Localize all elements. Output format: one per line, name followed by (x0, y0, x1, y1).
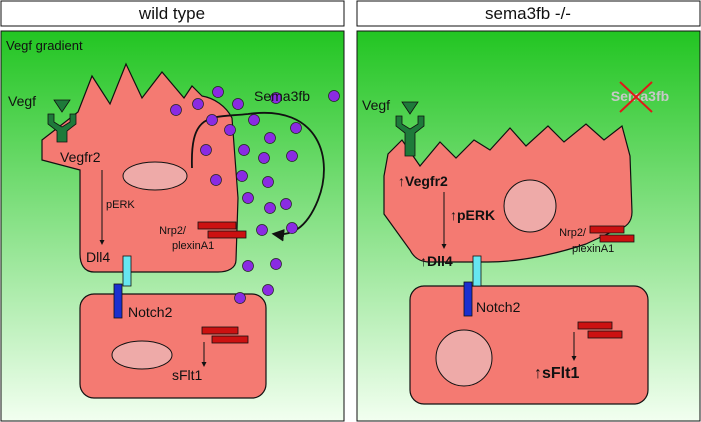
nrp2-label: Nrp2/ (159, 225, 187, 237)
plexina1-label: plexinA1 (572, 243, 614, 255)
stalk-receptor-bar-1 (577, 321, 613, 330)
vegfr2-label: ↑Vegfr2 (398, 173, 448, 189)
sflt1-label: sFlt1 (172, 367, 203, 383)
perk-label: ↑pERK (450, 207, 495, 223)
dll4-label: Dll4 (86, 249, 110, 265)
sflt1-label: ↑sFlt1 (534, 365, 579, 382)
panel-title: sema3fb -/- (485, 4, 571, 23)
tip-cell-nucleus (503, 179, 557, 233)
tip-cell-nucleus (122, 161, 188, 191)
panel-title-box (356, 0, 701, 27)
panel-title: wild type (138, 4, 205, 23)
stalk-receptor-bar-1 (201, 326, 239, 335)
sema3fb-legend-dot (328, 90, 340, 102)
stalk-cell-nucleus (111, 340, 173, 370)
notch2-label: Notch2 (476, 299, 521, 315)
stalk-cell (79, 293, 267, 399)
notch2-label: Notch2 (128, 304, 173, 320)
vegf-label: Vegf (8, 93, 36, 109)
nrp2-receptor-bar (197, 221, 237, 230)
plexin-receptor-bar (207, 230, 247, 239)
vegfr2-receptor-icon (47, 113, 77, 143)
nrp2-label: Nrp2/ (559, 227, 587, 239)
nrp2-receptor-bar (589, 225, 625, 234)
sema3fb-particles (170, 86, 302, 304)
vegfr2-receptor-icon (395, 115, 425, 157)
dll4-ligand-bar (472, 255, 482, 287)
sema3fb-knockout-label: Sema3fb (611, 88, 669, 104)
notch2-receptor-bar (463, 281, 473, 317)
vegf-label: Vegf (362, 97, 390, 113)
plexin-receptor-bar (599, 234, 635, 243)
stalk-receptor-bar-2 (211, 335, 249, 344)
panel-title-box (0, 0, 345, 27)
vegf-ligand-icon (53, 99, 71, 113)
vegf-ligand-icon (401, 101, 419, 115)
vegfr2-label: Vegfr2 (60, 149, 101, 165)
vegf-gradient-label: Vegf gradient (6, 38, 83, 53)
knockout-cross-icon (619, 81, 653, 113)
perk-label: pERK (106, 199, 135, 211)
dll4-label: ↑Dll4 (420, 253, 453, 269)
panel-wild-type: wild type Vegf gradient Vegf Vegfr2 pERK… (0, 0, 345, 422)
stalk-cell-nucleus (435, 329, 493, 387)
dll4-ligand-bar (122, 255, 132, 287)
sema3fb-label: Sema3fb (254, 88, 310, 104)
stalk-receptor-bar-2 (587, 330, 623, 339)
notch2-receptor-bar (113, 283, 123, 319)
panel-sema3fb-mutant: sema3fb -/- Vegf Sema3fb ↑Vegfr2 ↑pERK ↑… (356, 0, 701, 422)
plexina1-label: plexinA1 (172, 240, 214, 252)
